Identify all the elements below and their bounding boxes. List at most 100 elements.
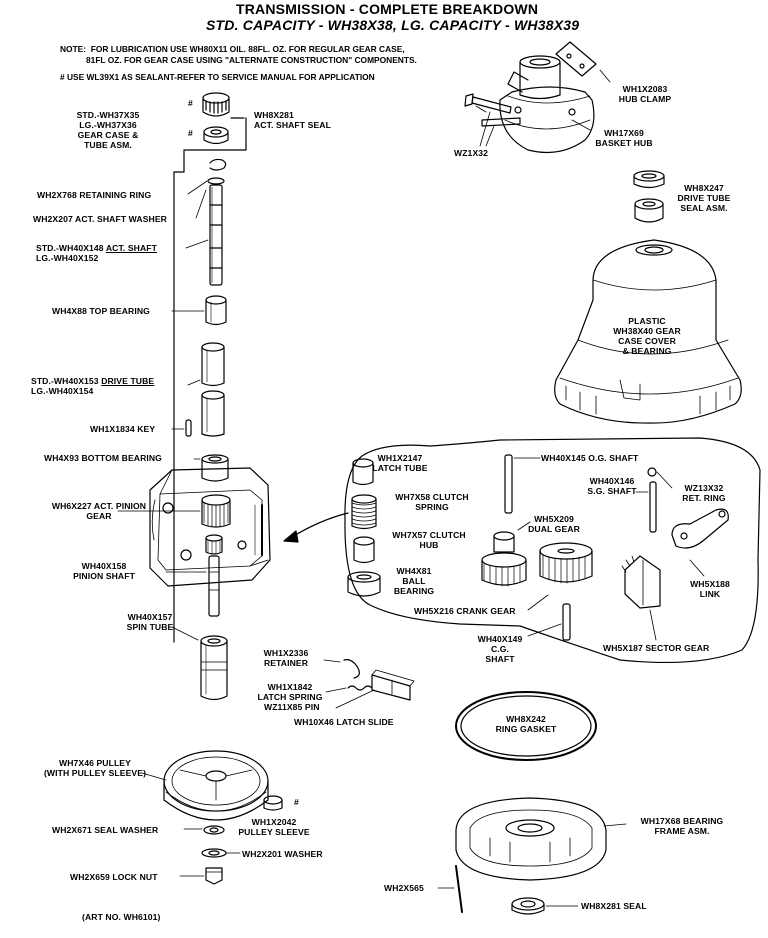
label-gear-case-cover: PLASTIC WH38X40 GEAR CASE COVER & BEARIN… — [613, 316, 681, 356]
label-bottom-bearing: WH4X93 BOTTOM BEARING — [44, 453, 162, 463]
label-drive-tube-lg: LG.-WH40X154 — [31, 386, 94, 396]
label-seal-washer: WH2X671 SEAL WASHER — [52, 825, 159, 835]
label-sector-gear: WH5X187 SECTOR GEAR — [603, 643, 710, 653]
note-line-2: 81FL OZ. FOR GEAR CASE USING "ALTERNATE … — [86, 55, 417, 65]
label-ring-gasket: WH8X242 RING GASKET — [495, 714, 557, 734]
washer-part — [201, 848, 227, 858]
og-shaft-part — [504, 454, 513, 514]
label-top-bearing: WH4X88 TOP BEARING — [52, 306, 150, 316]
hash-marker-3: # — [294, 797, 299, 807]
label-pin: WZ11X85 PIN — [264, 702, 320, 712]
link-part — [671, 508, 729, 549]
label-washer: WH2X201 WASHER — [242, 849, 323, 859]
label-hub-clamp: WH1X2083 HUB CLAMP — [618, 84, 672, 104]
act-shaft-seal-part — [202, 92, 245, 145]
label-clutch-hub: WH7X57 CLUTCH HUB — [392, 530, 466, 550]
label-crank-gear: WH5X216 CRANK GEAR — [414, 606, 516, 616]
act-pinion-gear-part — [201, 494, 231, 528]
label-act-shaft-seal: WH8X281 ACT. SHAFT SEAL — [254, 110, 331, 130]
gear-case-bracket-line — [173, 117, 247, 643]
latch-slide-part — [371, 669, 415, 701]
label-pinion-shaft: WH40X158 PINION SHAFT — [73, 561, 135, 581]
drive-tube-word: DRIVE TUBE — [101, 376, 155, 386]
note-line-1: NOTE: FOR LUBRICATION USE WH80X11 OIL. 8… — [60, 44, 405, 54]
drive-tube-std-text: STD.-WH40X153 — [31, 376, 99, 386]
label-latch-slide: WH10X46 LATCH SLIDE — [294, 717, 394, 727]
retainer-part — [343, 659, 360, 679]
gear-case-cover-part — [554, 239, 742, 424]
label-drive-tube-std: STD.-WH40X153 DRIVE TUBE — [31, 376, 154, 386]
lock-nut-part — [205, 867, 223, 885]
pulley-part — [163, 750, 269, 821]
label-basket-hub: WH17X69 BASKET HUB — [595, 128, 653, 148]
latch-tube-part — [352, 458, 374, 486]
label-act-pinion-gear: WH6X227 ACT. PINION GEAR — [51, 501, 147, 521]
callout-arrow — [291, 512, 349, 538]
act-shaft-washer-part — [207, 177, 225, 185]
drive-tube-seal-part — [633, 170, 665, 223]
label-act-shaft-washer: WH2X207 ACT. SHAFT WASHER — [33, 214, 167, 224]
sector-gear-part — [621, 555, 661, 609]
label-pulley-sleeve: WH1X2042 PULLEY SLEEVE — [238, 817, 310, 837]
drive-tube-part — [201, 342, 225, 437]
spin-tube-part — [200, 635, 228, 701]
label-latch-spring: WH1X1842 LATCH SPRING — [257, 682, 323, 702]
label-sg-shaft: WH40X146 S.G. SHAFT — [587, 476, 637, 496]
wz1x32-bolt-part — [464, 93, 521, 127]
label-seal: WH8X281 SEAL — [581, 901, 647, 911]
note-line-3: # USE WL39X1 AS SEALANT-REFER TO SERVICE… — [60, 72, 375, 82]
label-pulley: WH7X46 PULLEY (WITH PULLEY SLEEVE) — [43, 758, 147, 778]
top-bearing-part — [205, 295, 227, 326]
label-link: WH5X188 LINK — [690, 579, 730, 599]
callout-bubble-outline — [344, 437, 761, 664]
label-act-shaft-std: STD.-WH40X148 ACT. SHAFT — [36, 243, 157, 253]
key-part — [185, 419, 192, 437]
label-act-shaft-lg: LG.-WH40X152 — [36, 253, 99, 263]
seal-washer-part — [203, 825, 225, 835]
label-key: WH1X1834 KEY — [90, 424, 156, 434]
diagram-subtitle: STD. CAPACITY - WH38X38, LG. CAPACITY - … — [206, 17, 580, 33]
crank-gear-part — [539, 542, 593, 584]
label-wh2x565: WH2X565 — [384, 883, 424, 893]
label-gear-case-tube: STD.-WH37X35 LG.-WH37X36 GEAR CASE & TUB… — [76, 110, 140, 150]
clutch-spring-part — [351, 494, 377, 530]
ret-ring-part — [647, 467, 657, 477]
bearing-frame-part — [455, 797, 607, 881]
hub-clamp-part — [555, 41, 597, 77]
art-number: (ART NO. WH6101) — [82, 912, 161, 922]
label-ball-bearing: WH4X81 BALL BEARING — [393, 566, 435, 596]
act-shaft-std-text: STD.-WH40X148 — [36, 243, 104, 253]
hash-marker-1: # — [188, 98, 193, 108]
act-shaft-word: ACT. SHAFT — [105, 243, 157, 253]
cg-shaft-part — [562, 603, 571, 641]
ring-gasket-part — [455, 691, 597, 761]
label-drive-tube-seal: WH8X247 DRIVE TUBE SEAL ASM. — [677, 183, 731, 213]
label-retaining-ring: WH2X768 RETAINING RING — [37, 190, 152, 200]
wh2x565-screw-part — [455, 865, 463, 913]
label-spin-tube: WH40X157 SPIN TUBE — [126, 612, 174, 632]
act-shaft-part — [209, 184, 223, 286]
gear-case-body — [149, 467, 271, 587]
ball-bearing-part — [347, 571, 381, 597]
label-cg-shaft: WH40X149 C.G. SHAFT — [477, 634, 523, 664]
clutch-hub-part — [353, 536, 375, 564]
bottom-bearing-part — [201, 454, 229, 482]
retaining-ring-part — [209, 158, 227, 171]
hash-marker-2: # — [188, 128, 193, 138]
dual-gear-part — [481, 531, 527, 587]
label-retainer: WH1X2336 RETAINER — [263, 648, 309, 668]
sg-shaft-part — [649, 481, 657, 533]
diagram-title: TRANSMISSION - COMPLETE BREAKDOWN — [236, 1, 539, 17]
seal-bottom-part — [511, 897, 545, 915]
pulley-sleeve-part — [263, 795, 283, 811]
label-clutch-spring: WH7X58 CLUTCH SPRING — [395, 492, 469, 512]
label-og-shaft: WH40X145 O.G. SHAFT — [541, 453, 639, 463]
label-latch-tube: WH1X2147 LATCH TUBE — [372, 453, 428, 473]
latch-spring-part — [347, 685, 373, 691]
pinion-shaft-part — [205, 534, 223, 617]
label-lock-nut: WH2X659 LOCK NUT — [70, 872, 158, 882]
label-ret-ring: WZ13X32 RET. RING — [682, 483, 726, 503]
basket-hub-part — [499, 55, 595, 153]
